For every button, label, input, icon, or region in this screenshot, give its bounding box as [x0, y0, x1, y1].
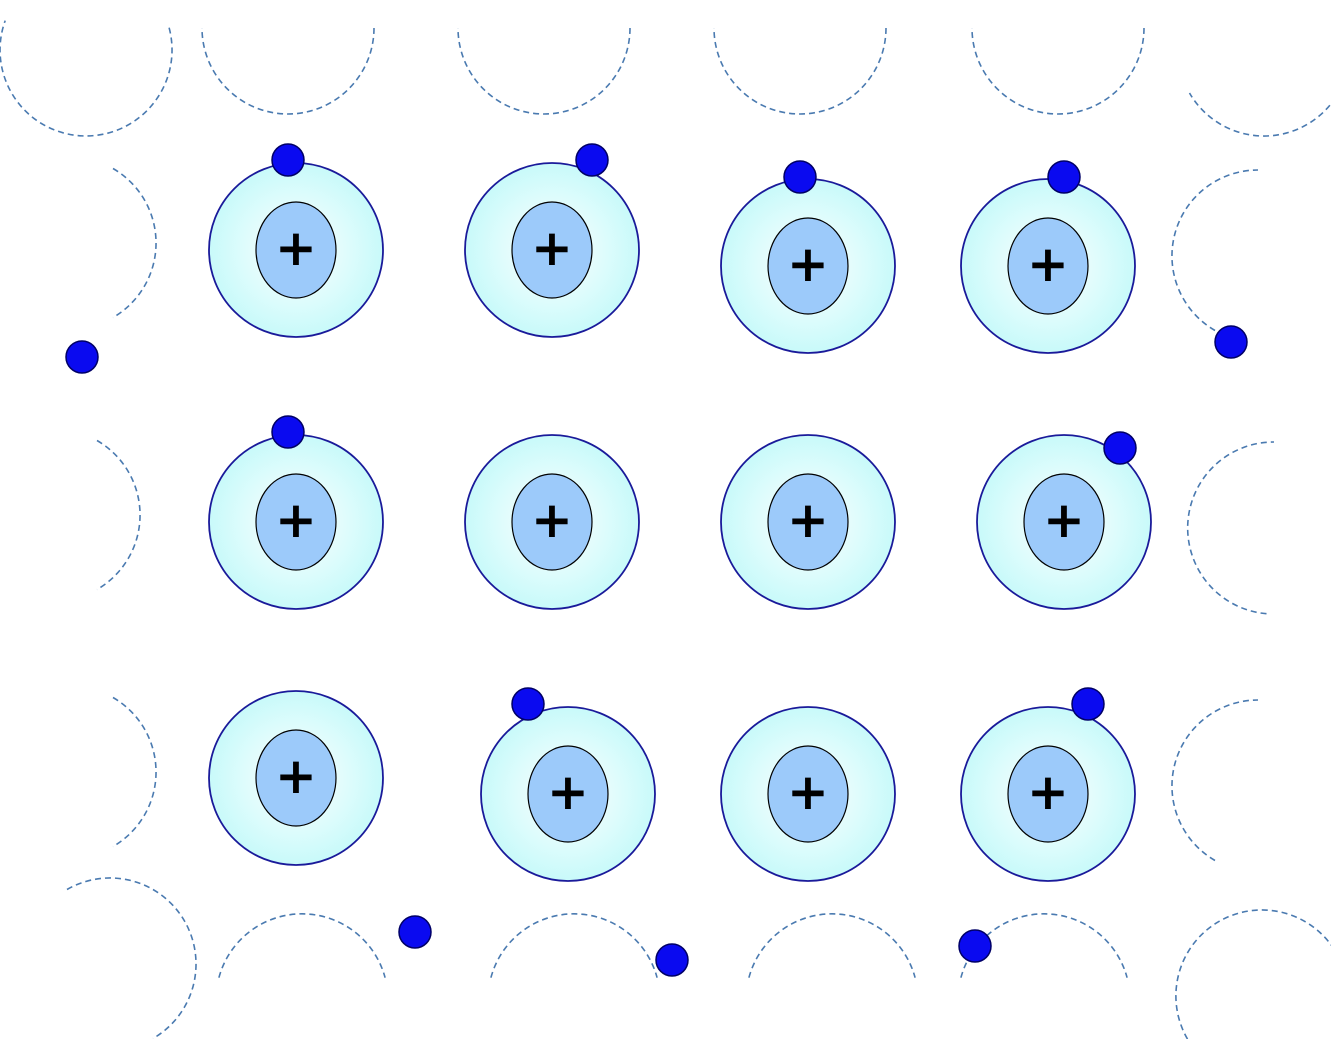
plus-sign: + — [275, 491, 317, 549]
ghost-orbit-arc — [713, 27, 887, 115]
ghost-orbit-arc — [490, 913, 658, 978]
nucleus — [1007, 217, 1089, 315]
free-electron — [511, 687, 545, 721]
ghost-orbit-arc — [112, 167, 157, 319]
plus-sign: + — [275, 747, 317, 805]
plus-sign: + — [787, 235, 829, 293]
ghost-orbit-arc — [112, 696, 157, 848]
free-electron — [1214, 325, 1248, 359]
metal-ion: + — [464, 162, 640, 338]
nucleus — [767, 473, 849, 571]
nucleus — [511, 473, 593, 571]
nucleus — [767, 217, 849, 315]
free-electron — [783, 160, 817, 194]
nucleus — [527, 745, 609, 843]
free-electron — [655, 943, 689, 977]
free-electron — [271, 415, 305, 449]
free-electrons — [65, 143, 1248, 977]
metal-ion: + — [208, 690, 384, 866]
metal-ion: + — [960, 178, 1136, 354]
free-electron — [398, 915, 432, 949]
plus-sign: + — [275, 219, 317, 277]
metal-ion: + — [464, 434, 640, 610]
nucleus — [255, 201, 337, 299]
nucleus — [511, 201, 593, 299]
nucleus — [255, 729, 337, 827]
free-electron — [958, 929, 992, 963]
ghost-orbit-arc — [0, 20, 173, 137]
nucleus — [767, 745, 849, 843]
plus-sign: + — [1027, 763, 1069, 821]
ions: + + + + + + + + + + + + — [208, 162, 1152, 882]
ghost-orbit-arc — [66, 877, 197, 1039]
metal-ion: + — [720, 706, 896, 882]
plus-sign: + — [531, 491, 573, 549]
ghost-orbit-arc — [1171, 699, 1259, 862]
free-electron — [271, 143, 305, 177]
nucleus — [255, 473, 337, 571]
plus-sign: + — [787, 491, 829, 549]
ghost-orbit-arc — [971, 27, 1145, 115]
ghost-orbit-arc — [1171, 169, 1259, 332]
free-electron — [1071, 687, 1105, 721]
plus-sign: + — [547, 763, 589, 821]
ghost-orbit-arc — [218, 913, 386, 978]
metal-ion: + — [720, 178, 896, 354]
metal-ion: + — [208, 162, 384, 338]
ghost-orbit-arc — [1186, 441, 1275, 615]
free-electron — [575, 143, 609, 177]
nucleus — [1007, 745, 1089, 843]
plus-sign: + — [1043, 491, 1085, 549]
ghost-orbit-arc — [1175, 909, 1331, 1039]
metal-ion: + — [976, 434, 1152, 610]
ghost-orbit-arc — [457, 27, 631, 115]
free-electron — [1047, 160, 1081, 194]
metal-ion: + — [720, 434, 896, 610]
nucleus — [1023, 473, 1105, 571]
ghost-orbit-arc — [1188, 92, 1331, 137]
metal-ion: + — [480, 706, 656, 882]
metal-ion: + — [208, 434, 384, 610]
ghost-orbit-arc — [201, 27, 375, 115]
metal-ion: + — [960, 706, 1136, 882]
ghost-orbit-arc — [748, 913, 916, 978]
free-electron — [65, 340, 99, 374]
plus-sign: + — [531, 219, 573, 277]
free-electron — [1103, 431, 1137, 465]
plus-sign: + — [1027, 235, 1069, 293]
ghost-orbit-arc — [96, 439, 141, 591]
plus-sign: + — [787, 763, 829, 821]
